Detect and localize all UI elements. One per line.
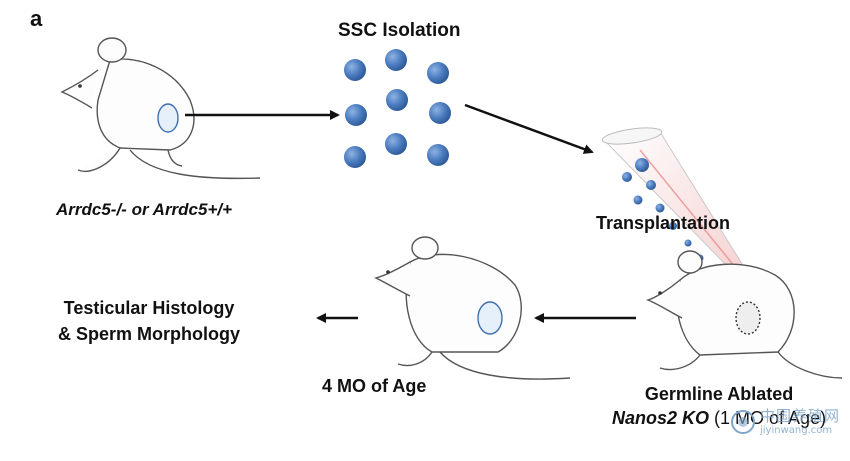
watermark-text-bottom: jiyinwang.com (760, 425, 833, 436)
watermark-text-top: 中国养殖网 (760, 407, 841, 425)
outcome-label-line2: & Sperm Morphology (58, 324, 241, 344)
genotype-label: Arrdc5-/- or Arrdc5+/+ (56, 200, 233, 219)
ssc-cell (344, 146, 366, 168)
ssc-cells-cluster (344, 49, 451, 168)
donor-mouse-icon (60, 37, 261, 180)
ssc-cell (344, 59, 366, 81)
aged-mouse-icon (373, 236, 571, 380)
outcome-label-line1: Testicular Histology (63, 298, 235, 318)
transplantation-label: Transplantation (596, 213, 731, 233)
ssc-cell (429, 102, 451, 124)
ssc-cell (427, 62, 449, 84)
recipient-mouse-icon (645, 250, 843, 379)
ablated-line1: Germline Ablated (644, 384, 794, 404)
watermark-logo-icon (731, 410, 755, 434)
ssc-isolation-label: SSC Isolation (338, 20, 461, 41)
ablated-genotype: Nanos2 KO (612, 408, 710, 428)
ssc-cell (385, 133, 407, 155)
arrow-to-needle (464, 103, 594, 154)
ssc-cell (386, 89, 408, 111)
age-label: 4 MO of Age (322, 376, 427, 396)
panel-letter: a (30, 6, 43, 31)
ssc-cell (427, 144, 449, 166)
watermark: 中国养殖网 jiyinwang.com (730, 405, 840, 441)
outcome-label: Testicular Histology & Sperm Morphology (58, 295, 240, 347)
ssc-cell (345, 104, 367, 126)
ssc-cell (385, 49, 407, 71)
